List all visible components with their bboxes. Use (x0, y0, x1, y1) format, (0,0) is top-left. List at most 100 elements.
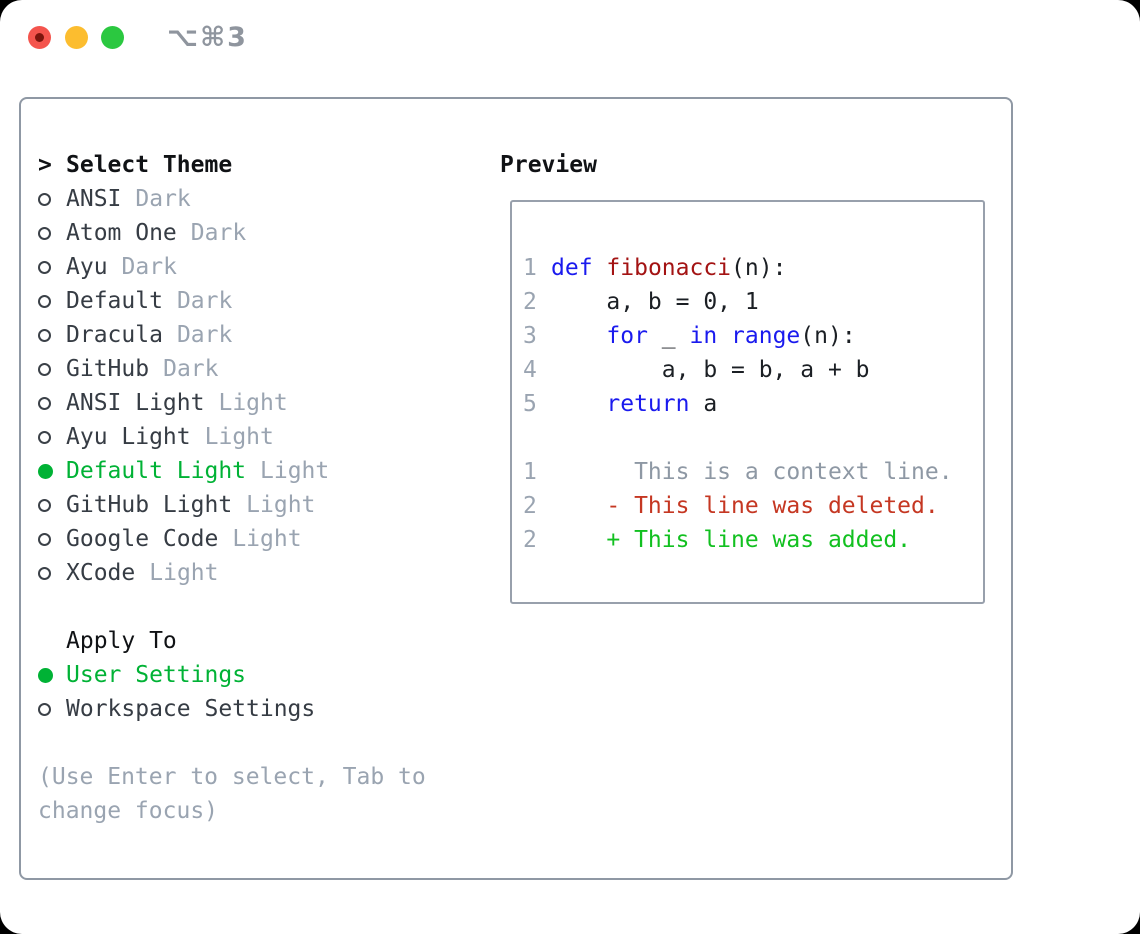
select-theme-header: > Select Theme (38, 148, 498, 182)
line-number: 2 (523, 289, 537, 315)
close-button[interactable] (28, 26, 51, 49)
radio-unselected-icon (38, 192, 66, 206)
preview-title: Preview (500, 152, 597, 178)
apply-option-user-settings[interactable]: User Settings (38, 658, 498, 692)
line-number: 5 (523, 391, 537, 417)
option-label: GitHub Light (66, 492, 233, 518)
keyboard-hint: (Use Enter to select, Tab to change focu… (38, 760, 498, 828)
radio-circle (38, 702, 51, 716)
theme-option-default-light[interactable]: Default Light Light (38, 454, 498, 488)
line-number: 2 (523, 527, 537, 553)
theme-variant-tag: Dark (135, 186, 191, 212)
theme-option-ansi[interactable]: ANSI Dark (38, 182, 498, 216)
radio-circle (38, 396, 51, 410)
window-titlebar: ⌥⌘3 (0, 0, 1140, 76)
radio-unselected-icon (38, 498, 66, 512)
option-label: Default Light (66, 458, 247, 484)
zoom-button[interactable] (101, 26, 124, 49)
option-label: User Settings (66, 662, 247, 688)
radio-selected-icon (38, 667, 66, 683)
code-text: a, b = 0, 1 (551, 289, 759, 315)
preview-code-line: 2 a, b = 0, 1 (523, 285, 983, 319)
theme-option-xcode[interactable]: XCode Light (38, 556, 498, 590)
diff-text: + This line was added. (551, 527, 912, 553)
apply-option-workspace-settings[interactable]: Workspace Settings (38, 692, 498, 726)
theme-option-ayu-light[interactable]: Ayu Light Light (38, 420, 498, 454)
prompt-icon: > (38, 152, 52, 178)
preview-diff-line-added: 2 + This line was added. (523, 523, 983, 557)
preview-code-line: 5 return a (523, 387, 983, 421)
radio-unselected-icon (38, 430, 66, 444)
theme-option-ansi-light[interactable]: ANSI Light Light (38, 386, 498, 420)
theme-variant-tag: Dark (121, 254, 177, 280)
theme-variant-tag: Light (246, 492, 316, 518)
option-label: GitHub (66, 356, 150, 382)
radio-circle (38, 260, 51, 274)
section-gap (38, 726, 498, 760)
theme-variant-tag: Dark (190, 220, 247, 246)
radio-unselected-icon (38, 396, 66, 410)
radio-circle (38, 463, 53, 479)
radio-unselected-icon (38, 226, 66, 240)
minimize-button[interactable] (65, 26, 88, 49)
option-label: Atom One (66, 220, 177, 246)
option-label: XCode (66, 560, 136, 586)
theme-variant-tag: Light (204, 424, 274, 450)
option-label: Google Code (66, 526, 219, 552)
diff-text: - This line was deleted. (551, 493, 939, 519)
theme-option-github-light[interactable]: GitHub Light Light (38, 488, 498, 522)
theme-option-default[interactable]: Default Dark (38, 284, 498, 318)
section-gap (38, 590, 498, 624)
code-text: return a (606, 391, 718, 417)
select-theme-title: Select Theme (66, 152, 233, 178)
code-text: for _ in range(n): (606, 323, 856, 349)
window-shortcut-label: ⌥⌘3 (167, 22, 248, 53)
close-dot-icon (35, 33, 44, 42)
option-label: Dracula (66, 322, 163, 348)
radio-circle (38, 430, 51, 444)
radio-unselected-icon (38, 532, 66, 546)
code-text: a, b = b, a + b (551, 357, 870, 383)
radio-unselected-icon (38, 328, 66, 342)
line-number: 4 (523, 357, 537, 383)
radio-unselected-icon (38, 702, 66, 716)
theme-variant-tag: Dark (163, 356, 219, 382)
option-label: ANSI Light (66, 390, 205, 416)
radio-selected-icon (38, 463, 66, 479)
radio-circle (38, 498, 51, 512)
theme-variant-tag: Light (149, 560, 219, 586)
blank-line (523, 421, 983, 455)
preview-code-line: 3 for _ in range(n): (523, 319, 983, 353)
radio-unselected-icon (38, 362, 66, 376)
option-label: Workspace Settings (66, 696, 316, 722)
preview-code-line: 4 a, b = b, a + b (523, 353, 983, 387)
radio-circle (38, 294, 51, 308)
line-number: 1 (523, 255, 537, 281)
radio-circle (38, 566, 51, 580)
radio-unselected-icon (38, 566, 66, 580)
theme-option-atom-one[interactable]: Atom One Dark (38, 216, 498, 250)
radio-circle (38, 226, 51, 240)
option-label: Ayu Light (66, 424, 191, 450)
theme-variant-tag: Light (260, 458, 330, 484)
option-label: ANSI (66, 186, 122, 212)
radio-unselected-icon (38, 260, 66, 274)
theme-variant-tag: Light (218, 390, 288, 416)
radio-unselected-icon (38, 294, 66, 308)
option-label: Default (66, 288, 163, 314)
theme-option-github[interactable]: GitHub Dark (38, 352, 498, 386)
radio-circle (38, 362, 51, 376)
preview-diff-line-deleted: 2 - This line was deleted. (523, 489, 983, 523)
diff-text: This is a context line. (551, 459, 953, 485)
apply-to-header: Apply To (66, 628, 177, 654)
theme-variant-tag: Dark (176, 288, 233, 314)
preview-diff-line-context: 1 This is a context line. (523, 455, 983, 489)
